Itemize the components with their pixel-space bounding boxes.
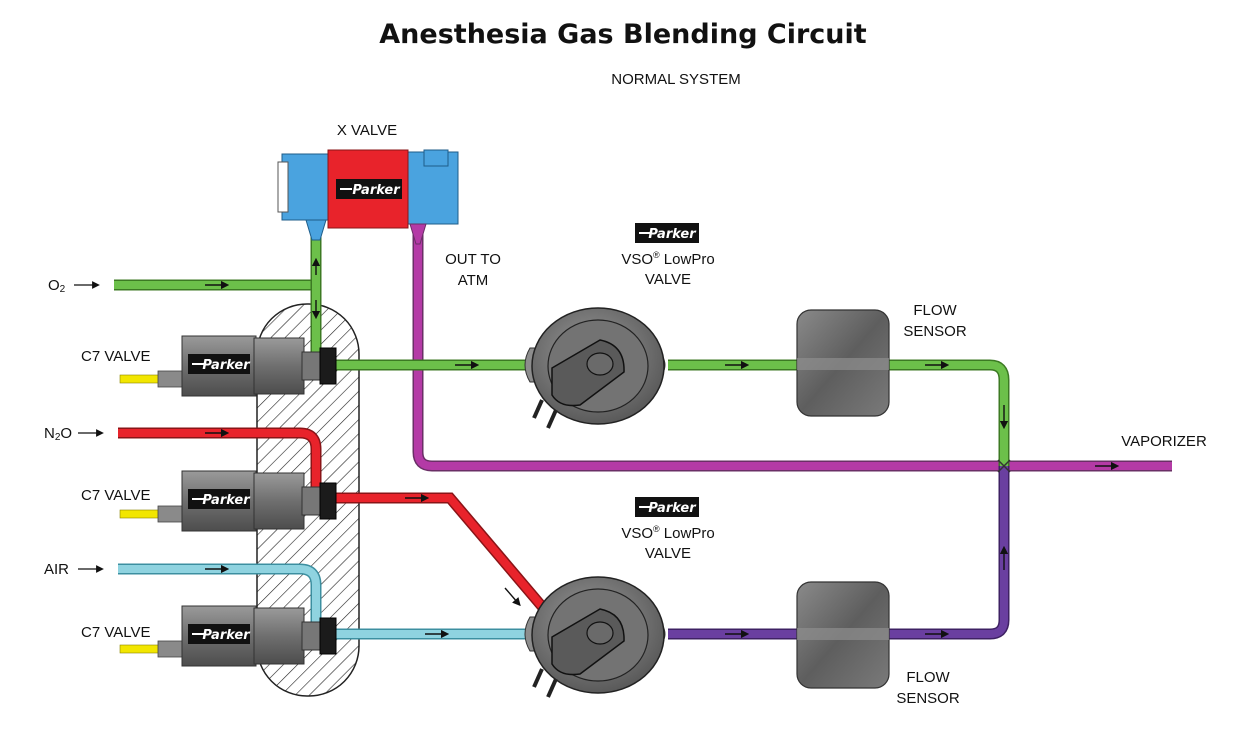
- svg-text:VSO® LowPro: VSO® LowPro: [621, 250, 714, 268]
- c7-valve-label-1: C7 VALVE: [81, 348, 150, 365]
- mixed-metered-line: [668, 466, 1008, 638]
- diagram-title: Anesthesia Gas Blending Circuit: [379, 19, 867, 50]
- c7-valve-label-3: C7 VALVE: [81, 624, 150, 641]
- c7-valve-1: Parker: [119, 335, 337, 397]
- diagram-subtitle: NORMAL SYSTEM: [611, 71, 740, 88]
- vaporizer-label: VAPORIZER: [1121, 433, 1207, 450]
- svg-text:Parker: Parker: [202, 493, 251, 508]
- svg-text:Parker: Parker: [202, 358, 251, 373]
- svg-text:VALVE: VALVE: [645, 271, 691, 288]
- svg-text:Parker: Parker: [202, 628, 251, 643]
- n2o-input-label: N2O: [44, 425, 104, 443]
- o2-input-label: O2: [48, 277, 100, 295]
- svg-text:Parker: Parker: [648, 501, 697, 516]
- svg-text:N2O: N2O: [44, 425, 72, 443]
- x-valve-label: X VALVE: [337, 122, 397, 139]
- flow-sensor-label-2a: FLOW: [906, 669, 950, 686]
- svg-text:AIR: AIR: [44, 561, 69, 578]
- exhaust-line: [414, 230, 1172, 470]
- flow-arrows: [205, 257, 1120, 639]
- vso-label-2: Parker VSO® LowPro VALVE: [621, 497, 715, 562]
- vso-label-1: Parker VSO® LowPro VALVE: [621, 223, 715, 288]
- vso-valve-1: [524, 307, 666, 429]
- flow-sensor-label-1b: SENSOR: [903, 323, 967, 340]
- c7-valve-2: Parker: [119, 470, 337, 532]
- c7-valve-3: Parker: [119, 605, 337, 667]
- vso-valve-2: [524, 576, 666, 698]
- o2-metered-line: [668, 361, 1008, 466]
- x-valve: Parker: [277, 149, 459, 245]
- c7-valve-label-2: C7 VALVE: [81, 487, 150, 504]
- svg-text:O2: O2: [48, 277, 66, 295]
- flow-sensor-2: [796, 581, 890, 689]
- flow-sensor-label-1a: FLOW: [913, 302, 957, 319]
- air-input-label: AIR: [44, 561, 104, 578]
- junction-node: [997, 459, 1011, 473]
- svg-text:Parker: Parker: [648, 227, 697, 242]
- flow-sensor-1: [796, 309, 890, 417]
- svg-text:VALVE: VALVE: [645, 545, 691, 562]
- flow-sensor-label-2b: SENSOR: [896, 690, 960, 707]
- out-to-atm-label-1: OUT TO: [445, 251, 501, 268]
- air-supply-line: [118, 565, 320, 632]
- n2o-supply-line: [118, 429, 320, 498]
- svg-text:VSO® LowPro: VSO® LowPro: [621, 524, 714, 542]
- out-to-atm-label-2: ATM: [458, 272, 489, 289]
- x-valve-brand: Parker: [352, 183, 401, 198]
- n2o-outlet-line: [336, 494, 549, 613]
